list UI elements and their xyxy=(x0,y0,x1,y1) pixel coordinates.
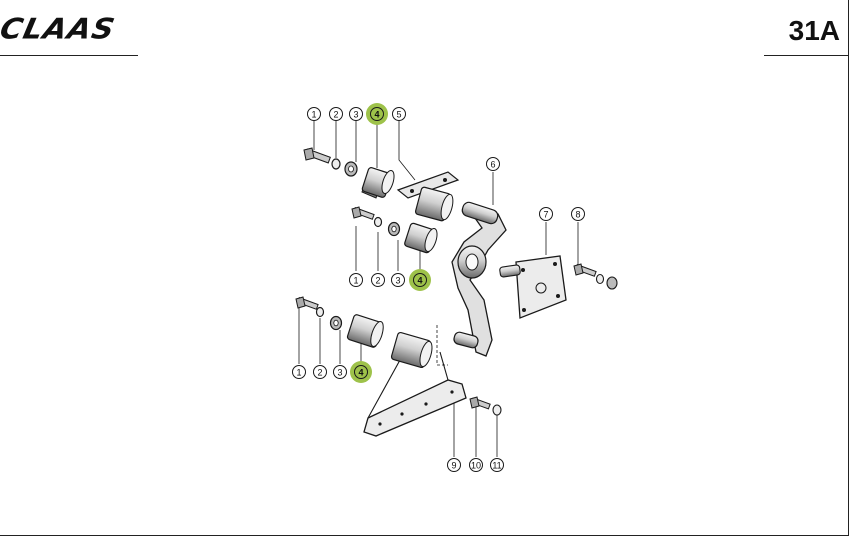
callout-label: 1 xyxy=(296,368,301,378)
callout-4-highlighted: 4 xyxy=(409,269,431,291)
callout-circle xyxy=(333,365,347,379)
callout-highlight xyxy=(366,103,388,125)
callout-8: 8 xyxy=(571,207,585,221)
callout-2: 2 xyxy=(329,107,343,121)
callout-circle xyxy=(469,458,483,472)
callout-circle xyxy=(313,365,327,379)
callout-circle xyxy=(307,107,321,121)
callout-circle xyxy=(486,157,500,171)
bolt-8 xyxy=(573,263,618,290)
bolt-lower xyxy=(295,296,319,310)
callout-3: 3 xyxy=(391,273,405,287)
callout-2: 2 xyxy=(313,365,327,379)
callout-1: 1 xyxy=(292,365,306,379)
bolt-top xyxy=(303,147,331,164)
callout-label: 4 xyxy=(358,368,363,378)
callout-label: 7 xyxy=(543,210,548,220)
nut-top xyxy=(344,161,358,177)
nut-middle xyxy=(387,221,401,237)
bracket-5 xyxy=(396,171,460,222)
callout-circle xyxy=(490,458,504,472)
callout-label: 4 xyxy=(374,110,379,120)
callout-circle xyxy=(292,365,306,379)
washer-middle xyxy=(373,216,383,228)
header-rule-right xyxy=(764,55,849,56)
callout-group: 1 2 3 4 5 6 7 8 1 2 3 4 1 2 3 4 9 10 11 xyxy=(292,103,585,472)
callout-1: 1 xyxy=(349,273,363,287)
callout-label: 11 xyxy=(492,461,501,471)
callout-circle xyxy=(371,273,385,287)
callout-label: 8 xyxy=(575,210,580,220)
callout-circle xyxy=(447,458,461,472)
callout-4-highlighted: 4 xyxy=(366,103,388,125)
callout-highlight xyxy=(409,269,431,291)
callout-circle xyxy=(349,107,363,121)
leader-lines xyxy=(298,121,579,457)
washer-lower xyxy=(315,306,325,318)
callout-4-highlighted: 4 xyxy=(350,361,372,383)
callout-label: 1 xyxy=(353,276,358,286)
callout-5: 5 xyxy=(392,107,406,121)
callout-11: 11 xyxy=(490,458,504,472)
bolt-10 xyxy=(469,396,502,416)
bushing-top xyxy=(361,167,395,199)
callout-label: 2 xyxy=(375,276,380,286)
callout-label: 10 xyxy=(471,461,481,471)
header-rule-left xyxy=(0,55,138,56)
callout-circle xyxy=(571,207,585,221)
lever-arm-6 xyxy=(451,201,507,357)
callout-label: 2 xyxy=(333,110,338,120)
bushing-lower xyxy=(346,314,384,348)
callout-3: 3 xyxy=(333,365,347,379)
callout-10: 10 xyxy=(469,458,483,472)
callout-circle xyxy=(413,273,427,287)
mounting-plate-7 xyxy=(499,255,567,319)
callout-label: 3 xyxy=(337,368,342,378)
callout-1: 1 xyxy=(307,107,321,121)
callout-label: 6 xyxy=(490,160,495,170)
callout-highlight xyxy=(350,361,372,383)
bushing-middle xyxy=(404,222,438,254)
callout-7: 7 xyxy=(539,207,553,221)
callout-3: 3 xyxy=(349,107,363,121)
callout-label: 1 xyxy=(311,110,316,120)
callout-2: 2 xyxy=(371,273,385,287)
callout-circle xyxy=(391,273,405,287)
callout-label: 3 xyxy=(353,110,358,120)
callout-label: 3 xyxy=(395,276,400,286)
nut-lower xyxy=(329,315,343,331)
callout-circle xyxy=(349,273,363,287)
callout-label: 5 xyxy=(396,110,401,120)
page-number: 31A xyxy=(788,15,840,46)
callout-circle xyxy=(354,365,368,379)
callout-circle xyxy=(392,107,406,121)
callout-label: 9 xyxy=(451,461,456,471)
callout-circle xyxy=(539,207,553,221)
washer-top xyxy=(331,158,341,170)
callout-circle xyxy=(329,107,343,121)
callout-9: 9 xyxy=(447,458,461,472)
callout-label: 4 xyxy=(417,276,422,286)
callout-label: 2 xyxy=(317,368,322,378)
callout-circle xyxy=(370,107,384,121)
callout-6: 6 xyxy=(486,157,500,171)
bolt-middle xyxy=(351,206,375,220)
bracket-9 xyxy=(363,331,467,437)
